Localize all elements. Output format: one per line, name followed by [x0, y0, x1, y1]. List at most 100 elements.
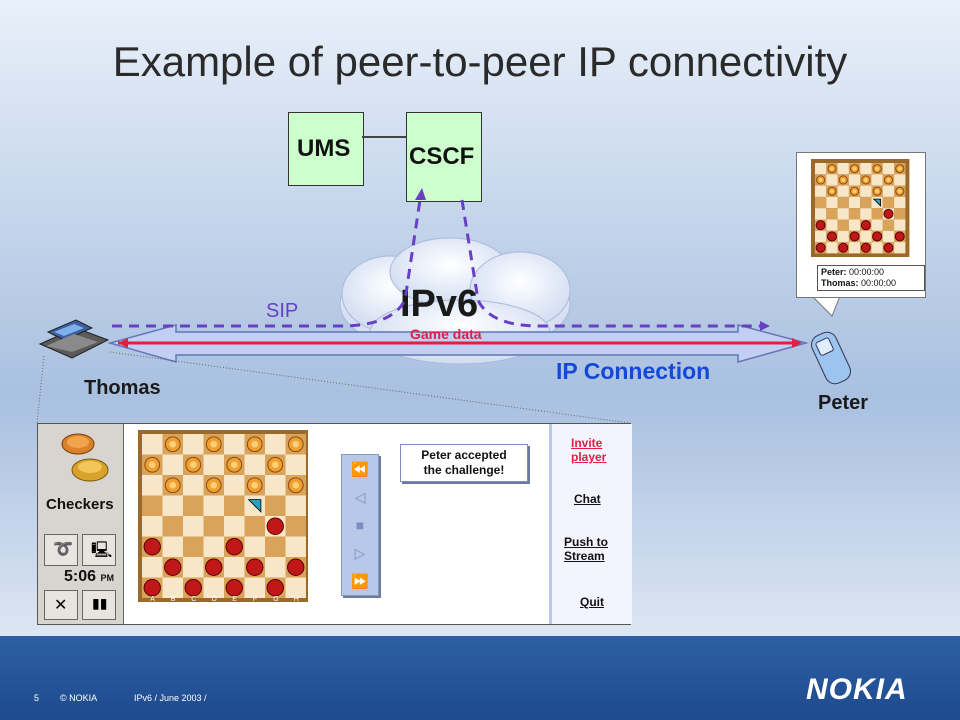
- board-square: [826, 174, 838, 186]
- red-piece: [164, 558, 182, 576]
- board-square: [162, 577, 183, 598]
- board-square: [142, 434, 163, 455]
- move-marker: [872, 198, 881, 207]
- board-square: [265, 434, 286, 455]
- orange-piece-center: [189, 461, 197, 469]
- board-square: [183, 536, 204, 557]
- stop-icon[interactable]: ■: [355, 517, 365, 533]
- no-signal-button[interactable]: ✕: [44, 590, 78, 620]
- red-piece: [246, 558, 264, 576]
- connect-button[interactable]: ➰: [44, 534, 78, 566]
- board-square: [203, 495, 224, 516]
- orange-piece-center: [897, 166, 902, 171]
- right-user-label: Peter: [818, 392, 869, 414]
- red-piece: [883, 208, 894, 219]
- board-square: [815, 163, 827, 175]
- file-label: F: [253, 596, 257, 603]
- orange-piece-center: [897, 189, 902, 194]
- board-square: [837, 219, 849, 231]
- status-message-line1: Peter accepted: [421, 448, 507, 462]
- orange-piece-center: [292, 481, 300, 489]
- red-piece: [815, 242, 826, 253]
- communicator-device-icon: [38, 319, 110, 359]
- board-square: [826, 219, 838, 231]
- back-icon[interactable]: ◁: [354, 489, 366, 505]
- orange-piece-center: [852, 166, 857, 171]
- red-piece: [225, 538, 243, 556]
- play-icon[interactable]: ▷: [354, 545, 366, 561]
- orange-piece-center: [830, 166, 834, 171]
- orange-piece-center: [886, 178, 891, 182]
- board-square: [848, 174, 861, 186]
- invite-line2: player: [571, 450, 607, 464]
- slide-title: Example of peer-to-peer IP connectivity: [112, 38, 848, 85]
- file-label: D: [212, 596, 217, 603]
- rank-label: 7: [134, 463, 138, 470]
- board-square: [826, 196, 838, 209]
- game-data-label: Game data: [410, 326, 482, 342]
- rewind-icon[interactable]: ⏪: [351, 461, 369, 477]
- fast-forward-icon[interactable]: ⏩: [351, 573, 369, 589]
- board-square: [183, 434, 204, 455]
- score-peter-time: 00:00:00: [849, 267, 885, 277]
- push-line1: Push to: [564, 535, 608, 549]
- board-square: [860, 196, 872, 209]
- orange-piece-center: [251, 440, 259, 448]
- board-square: [837, 230, 849, 243]
- rank-label: 6: [134, 483, 138, 490]
- cscf-box: CSCF: [406, 112, 482, 202]
- playback-controls: ⏪ ◁ ■ ▷ ⏩: [341, 454, 379, 596]
- board-square: [265, 475, 286, 496]
- board-square: [837, 208, 849, 220]
- board-square: [894, 196, 906, 209]
- ums-label: UMS: [297, 135, 351, 162]
- invite-player-link[interactable]: Invite player: [571, 436, 606, 464]
- board-square: [142, 516, 163, 537]
- orange-piece-center: [210, 481, 218, 489]
- board-square: [142, 475, 163, 496]
- ipv6-label: IPv6: [400, 283, 479, 325]
- mini-checkers-board: [811, 159, 910, 257]
- battery-button[interactable]: ▮▮: [82, 590, 116, 620]
- push-to-stream-link[interactable]: Push to Stream: [564, 535, 608, 563]
- red-piece: [184, 579, 202, 597]
- rank-label: 2: [134, 565, 138, 572]
- board-square: [894, 174, 906, 186]
- board-square: [224, 475, 245, 496]
- sip-label: SIP: [266, 300, 299, 322]
- page-number: 5: [34, 693, 40, 703]
- left-user-label: Thomas: [84, 377, 161, 399]
- board-square: [837, 163, 849, 175]
- file-label: G: [273, 596, 278, 603]
- ums-box: UMS: [288, 112, 364, 186]
- board-square: [837, 196, 849, 209]
- file-label: E: [232, 596, 237, 603]
- nokia-logo: NOKIA: [806, 673, 908, 706]
- orange-piece-center: [271, 461, 279, 469]
- ip-connection-label: IP Connection: [556, 358, 711, 384]
- red-piece: [815, 220, 826, 231]
- board-square: [826, 242, 838, 254]
- board-square: [860, 163, 872, 175]
- push-line2: Stream: [564, 549, 605, 563]
- board-square: [871, 242, 883, 254]
- board-square: [815, 230, 827, 243]
- board-square: [882, 185, 895, 197]
- red-piece: [849, 231, 860, 242]
- board-square: [848, 219, 861, 231]
- board-square: [837, 185, 849, 197]
- chat-link[interactable]: Chat: [574, 492, 601, 506]
- orange-piece-center: [830, 189, 834, 194]
- board-square: [203, 516, 224, 537]
- red-piece: [826, 231, 837, 242]
- quit-link[interactable]: Quit: [580, 595, 604, 609]
- file-label: A: [150, 596, 155, 603]
- board-square: [882, 219, 895, 231]
- board-square: [871, 174, 883, 186]
- rank-label: 5: [134, 504, 138, 511]
- computer-button[interactable]: 🖳: [82, 534, 116, 566]
- board-square: [224, 557, 245, 578]
